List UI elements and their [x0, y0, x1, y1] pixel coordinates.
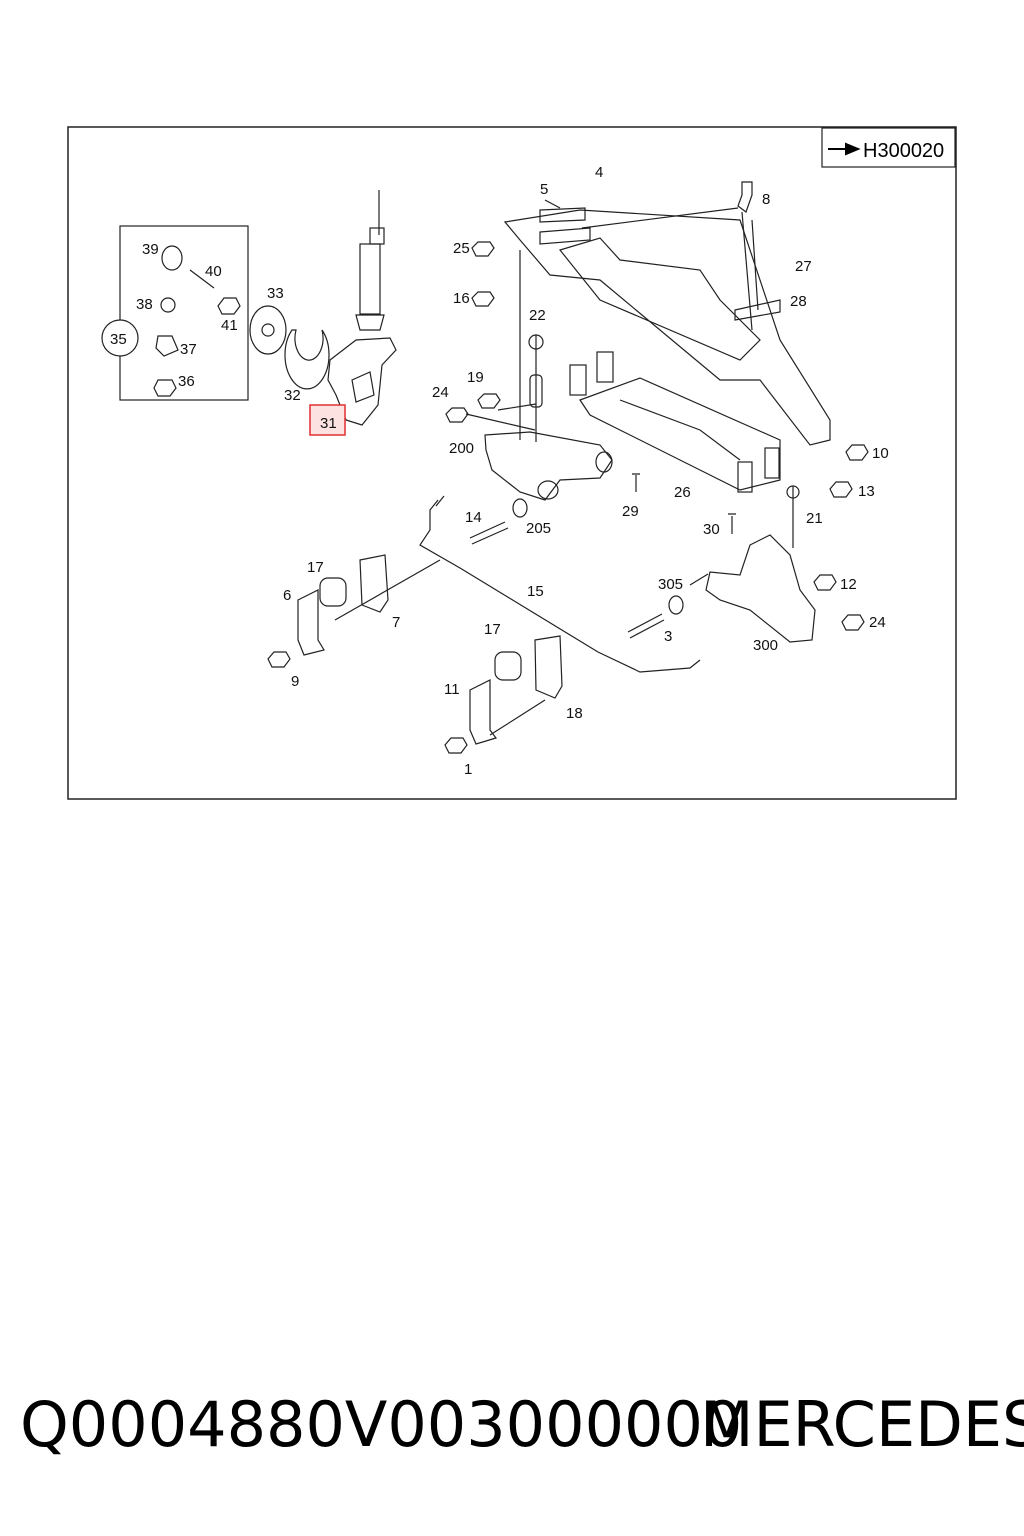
callout-300: 300 — [753, 637, 778, 654]
callout-14: 14 — [465, 509, 482, 526]
part-code: Q0004880V003000000 — [20, 1388, 743, 1461]
callout-16: 16 — [453, 290, 470, 307]
reference-label: H300020 — [863, 140, 944, 162]
callout-3: 3 — [664, 628, 672, 645]
callout-4: 4 — [595, 164, 603, 181]
callout-200: 200 — [449, 440, 474, 457]
callout-15: 15 — [527, 583, 544, 600]
callout-24a: 24 — [432, 384, 449, 401]
arrow-right-icon — [828, 142, 861, 156]
callout-10: 10 — [872, 445, 889, 462]
callout-labels: 4 5 8 25 27 16 28 22 19 24 200 10 26 13 … — [110, 164, 889, 778]
callout-40: 40 — [205, 263, 222, 280]
callout-21: 21 — [806, 510, 823, 527]
callout-8: 8 — [762, 191, 770, 208]
callout-205: 205 — [526, 520, 551, 537]
component-line-art — [153, 181, 869, 754]
callout-7: 7 — [392, 614, 400, 631]
callout-5: 5 — [540, 181, 548, 198]
callout-17a: 17 — [307, 559, 324, 576]
callout-31-highlighted[interactable]: 31 — [320, 415, 337, 432]
callout-22: 22 — [529, 307, 546, 324]
callout-38: 38 — [136, 296, 153, 313]
callout-37: 37 — [180, 341, 197, 358]
inset-box — [101, 225, 249, 401]
callout-11: 11 — [444, 681, 460, 698]
callout-19: 19 — [467, 369, 484, 386]
callout-41: 41 — [221, 317, 238, 334]
callout-24b: 24 — [869, 614, 886, 631]
callout-39: 39 — [142, 241, 159, 258]
callout-36: 36 — [178, 373, 195, 390]
reference-box: H300020 — [821, 127, 956, 168]
callout-35: 35 — [110, 331, 127, 348]
callout-6: 6 — [283, 587, 291, 604]
callout-18: 18 — [566, 705, 583, 722]
callout-17b: 17 — [484, 621, 501, 638]
callout-32: 32 — [284, 387, 301, 404]
callout-26: 26 — [674, 484, 691, 501]
callout-9: 9 — [291, 673, 299, 690]
callout-13: 13 — [858, 483, 875, 500]
callout-25: 25 — [453, 240, 470, 257]
callout-1: 1 — [464, 761, 472, 778]
callout-305: 305 — [658, 576, 683, 593]
highlight-box — [309, 404, 346, 436]
callout-30: 30 — [703, 521, 720, 538]
brand-name: MERCEDES — [700, 1388, 1024, 1461]
callout-29: 29 — [622, 503, 639, 520]
callout-28: 28 — [790, 293, 807, 310]
callout-27: 27 — [795, 258, 812, 275]
callout-12: 12 — [840, 576, 857, 593]
callout-33: 33 — [267, 285, 284, 302]
diagram-frame — [67, 126, 957, 800]
